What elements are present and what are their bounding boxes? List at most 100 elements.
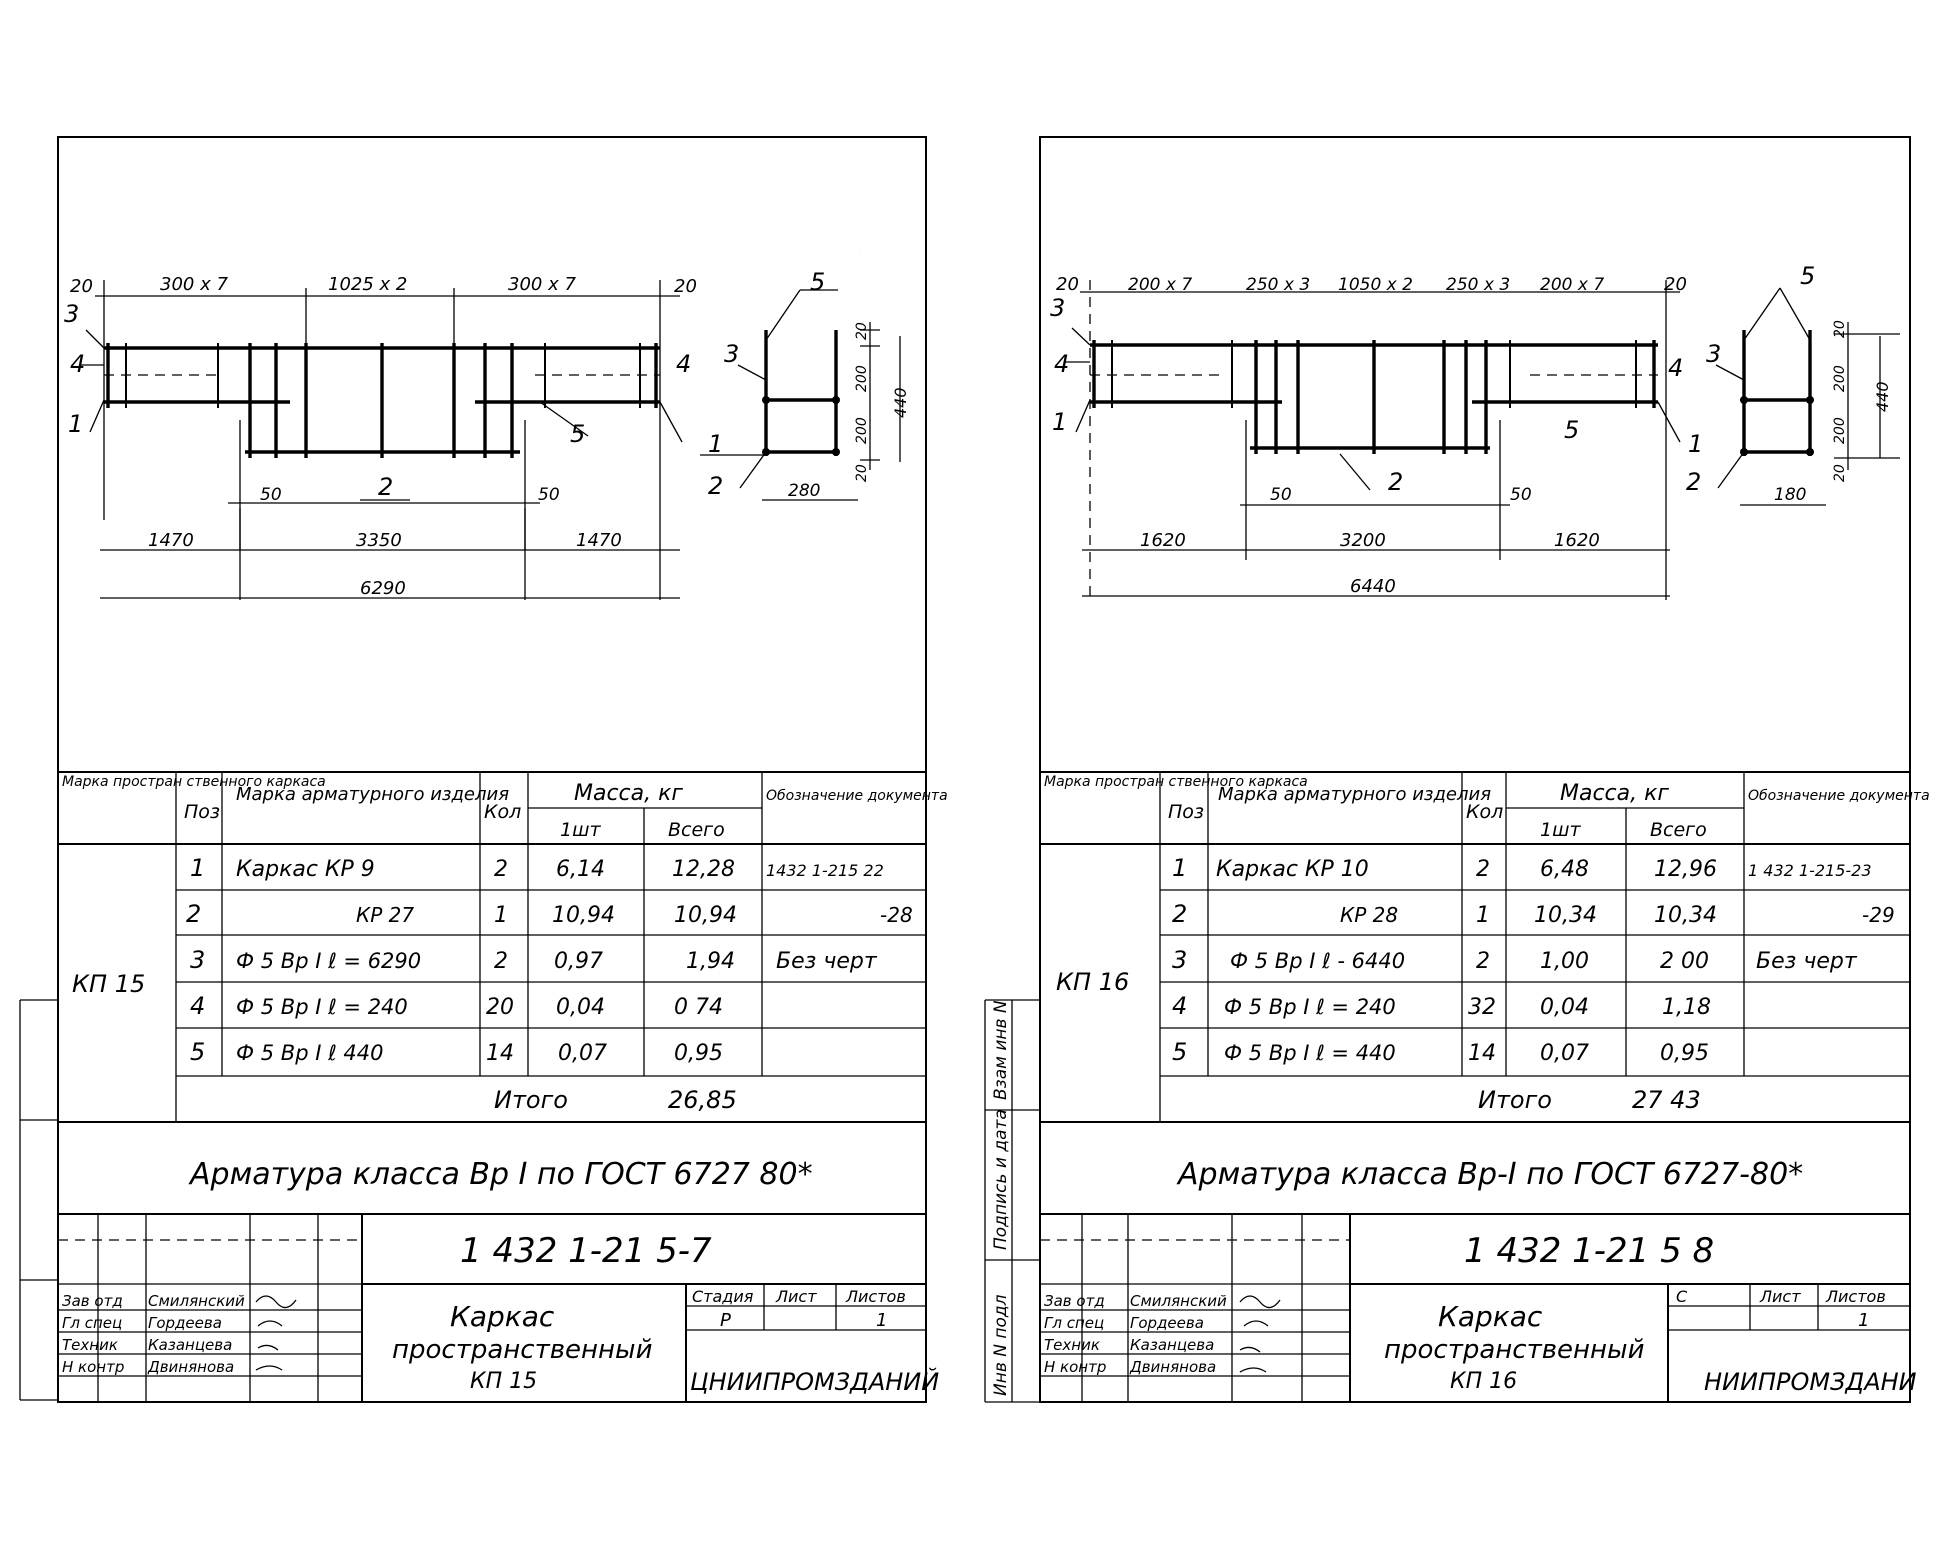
row-doc: Без черт [776, 949, 878, 974]
dim-label: 1050 x 2 [1338, 275, 1413, 295]
staff-name: Двинянова [147, 1358, 234, 1376]
document-code: 1 432 1-21 5-7 [460, 1231, 712, 1271]
sheet-right [984, 136, 1911, 1403]
row-qty: 20 [486, 995, 514, 1020]
signatures [1239, 1295, 1281, 1373]
document-code: 1 432 1-21 5 8 [1464, 1231, 1714, 1271]
cross-section [700, 289, 901, 501]
row-qty: 2 [494, 857, 508, 882]
position-label: 3 [1050, 294, 1065, 322]
stage-header: С [1676, 1287, 1688, 1306]
organization: НИИПРОМЗДАНИ [1704, 1368, 1917, 1396]
header-mass-one: 1шт [1540, 819, 1581, 841]
dim-label: 6440 [1350, 576, 1396, 597]
staff-name: Гордеева [148, 1314, 222, 1332]
sheet-header: Лист [775, 1287, 817, 1306]
title-block-grid [1040, 1214, 1910, 1402]
row-qty: 1 [494, 903, 508, 928]
row-mass-one: 6,48 [1540, 857, 1589, 882]
material-note: Арматура класса Вр I по ГОСТ 6727 80* [188, 1157, 813, 1192]
total-label: Итого [1478, 1086, 1552, 1114]
section-label: 2 [1686, 468, 1701, 496]
staff-role: Зав отд [62, 1292, 123, 1310]
position-label: 4 [676, 350, 691, 378]
total-value: 27 43 [1632, 1086, 1701, 1114]
header-mark: Марка простран ственного каркаса [62, 774, 326, 790]
signatures [255, 1295, 297, 1371]
row-qty: 2 [494, 949, 508, 974]
row-mass-total: 2 00 [1660, 949, 1709, 974]
header-product: Марка арматурного изделия [1218, 784, 1491, 805]
right-drawing-text: 20 200 x 7 250 x 3 1050 x 2 250 x 3 200 … [1050, 262, 1892, 597]
row-pos: 5 [1172, 1038, 1187, 1066]
dim-label: 200 [1832, 417, 1848, 444]
row-mass-total: 1,18 [1662, 995, 1711, 1020]
staff-name: Казанцева [1130, 1336, 1214, 1354]
frame-mark: КП 15 [72, 970, 145, 998]
dim-label: 50 [1270, 485, 1292, 505]
position-label: 2 [378, 473, 393, 501]
position-label: 4 [1054, 350, 1069, 378]
side-stamp-label: Подпись и дата [991, 1109, 1011, 1250]
row-mass-one: 10,34 [1534, 903, 1597, 928]
row-mass-one: 0,07 [1540, 1041, 1589, 1066]
position-label: 1 [1052, 408, 1067, 436]
row-mass-total: 12,28 [672, 857, 735, 882]
dim-label: 3350 [356, 530, 402, 551]
header-mass-total: Всего [1650, 819, 1707, 841]
material-note: Арматура класса Вр-I по ГОСТ 6727-80* [1176, 1157, 1803, 1192]
dim-label: 180 [1774, 485, 1806, 505]
section-label: 1 [1688, 430, 1703, 458]
stage-value: Р [720, 1310, 731, 1331]
dim-label: 20 [70, 276, 93, 297]
row-mass-total: 12,96 [1654, 857, 1717, 882]
row-pos: 3 [190, 946, 205, 974]
position-label: 5 [570, 420, 585, 448]
header-mass-one: 1шт [560, 819, 601, 841]
row-mass-one: 1,00 [1540, 949, 1589, 974]
dim-label: 200 x 7 [1540, 275, 1604, 295]
row-mass-total: 10,94 [674, 903, 737, 928]
row-pos: 1 [1172, 854, 1187, 882]
spec-table-grid [1040, 771, 1910, 1215]
section-label: 5 [1800, 262, 1815, 290]
row-mass-one: 0,04 [1540, 995, 1589, 1020]
row-product: Каркас КР 9 [236, 857, 375, 882]
staff-name: Смилянский [148, 1292, 245, 1310]
dim-label: 200 [1832, 365, 1848, 392]
dim-label: 20 [1664, 274, 1687, 295]
sheet-header: Лист [1759, 1287, 1801, 1306]
stage-header: Стадия [692, 1287, 754, 1306]
product-title: Каркас [1438, 1300, 1543, 1333]
row-mass-total: 10,34 [1654, 903, 1717, 928]
dim-label: 50 [260, 485, 282, 505]
row-product: Ф 5 Вр I ℓ - 6440 [1230, 949, 1405, 973]
dim-label: 20 [854, 464, 870, 482]
dim-label: 50 [538, 485, 560, 505]
staff-name: Казанцева [148, 1336, 232, 1354]
dim-label: 280 [788, 481, 820, 501]
sheets-count-header: Листов [845, 1287, 906, 1306]
position-label: 4 [70, 350, 85, 378]
section-label: 3 [724, 340, 739, 368]
staff-role: Н контр [1044, 1358, 1106, 1376]
right-table-text: Марка простран ственного каркаса Поз Мар… [1044, 774, 1930, 1192]
header-mass: Масса, кг [1560, 781, 1669, 806]
row-pos: 1 [190, 854, 205, 882]
left-title-block-text: 1 432 1-21 5-7 Каркас пространственный К… [62, 1231, 939, 1396]
position-label: 1 [68, 410, 83, 438]
row-product: Каркас КР 10 [1216, 857, 1369, 882]
row-doc: -28 [880, 903, 913, 927]
side-stamp-label: Инв N подл [991, 1294, 1011, 1396]
section-label: 4 [860, 248, 861, 251]
row-doc: 1432 1-215 22 [766, 861, 884, 880]
section-label: 1 [708, 430, 723, 458]
staff-name: Смилянский [1130, 1292, 1227, 1310]
product-title: Каркас [450, 1300, 555, 1333]
row-mass-total: 0,95 [1660, 1041, 1709, 1066]
dim-label: 1620 [1554, 530, 1600, 551]
row-qty: 14 [1468, 1041, 1496, 1066]
dim-label: 3200 [1340, 530, 1386, 551]
header-product: Марка арматурного изделия [236, 784, 509, 805]
